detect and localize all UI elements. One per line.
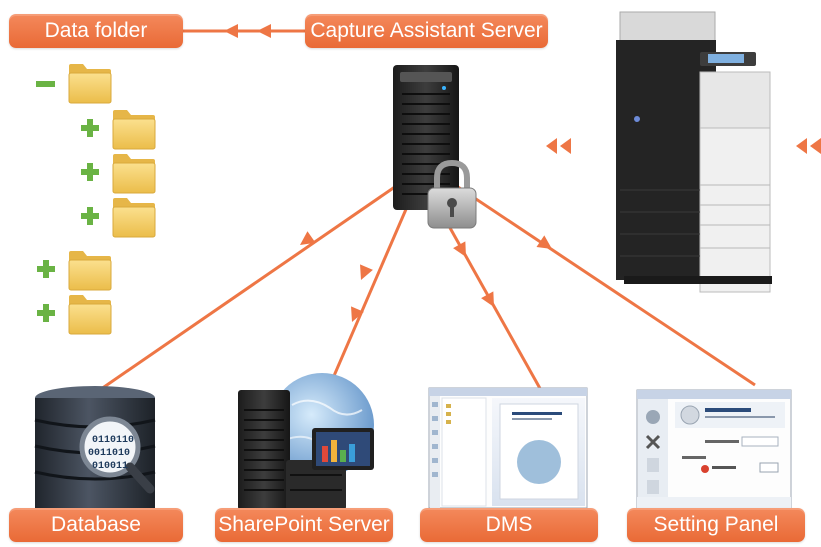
lock-icon <box>427 159 477 229</box>
plus-icon <box>81 119 99 137</box>
database-icon <box>34 386 156 508</box>
arrow-heads <box>224 24 556 325</box>
setting-panel-label: Setting Panel <box>627 508 805 542</box>
dms-window-icon <box>428 387 588 509</box>
folder-icon <box>68 250 112 291</box>
folder-tree <box>36 63 156 335</box>
sharepoint-label: SharePoint Server <box>215 508 393 542</box>
plus-icon <box>81 207 99 225</box>
database-digits: 0110110 0011010 010011 <box>88 435 134 472</box>
server-icon <box>393 65 459 210</box>
printer-icon <box>616 11 772 293</box>
data-folder-label: Data folder <box>9 14 183 48</box>
double-chevron-icon <box>796 138 821 154</box>
binary-text: 0011010 <box>88 448 130 459</box>
sharepoint-icon <box>238 373 374 510</box>
binary-text: 0110110 <box>92 435 134 446</box>
capture-server-label: Capture Assistant Server <box>305 14 548 48</box>
plus-icon <box>37 304 55 322</box>
minus-icon <box>36 81 55 87</box>
folder-icon <box>112 109 156 150</box>
folder-icon <box>112 197 156 238</box>
dms-label: DMS <box>420 508 598 542</box>
plus-icon <box>81 163 99 181</box>
database-label: Database <box>9 508 183 542</box>
folder-icon <box>68 294 112 335</box>
double-chevron-icon <box>546 138 571 154</box>
folder-icon <box>68 63 112 104</box>
connection-lines <box>87 29 756 400</box>
folder-icon <box>112 153 156 194</box>
settings-window-icon <box>636 389 792 509</box>
binary-text: 010011 <box>92 461 128 472</box>
plus-icon <box>37 260 55 278</box>
